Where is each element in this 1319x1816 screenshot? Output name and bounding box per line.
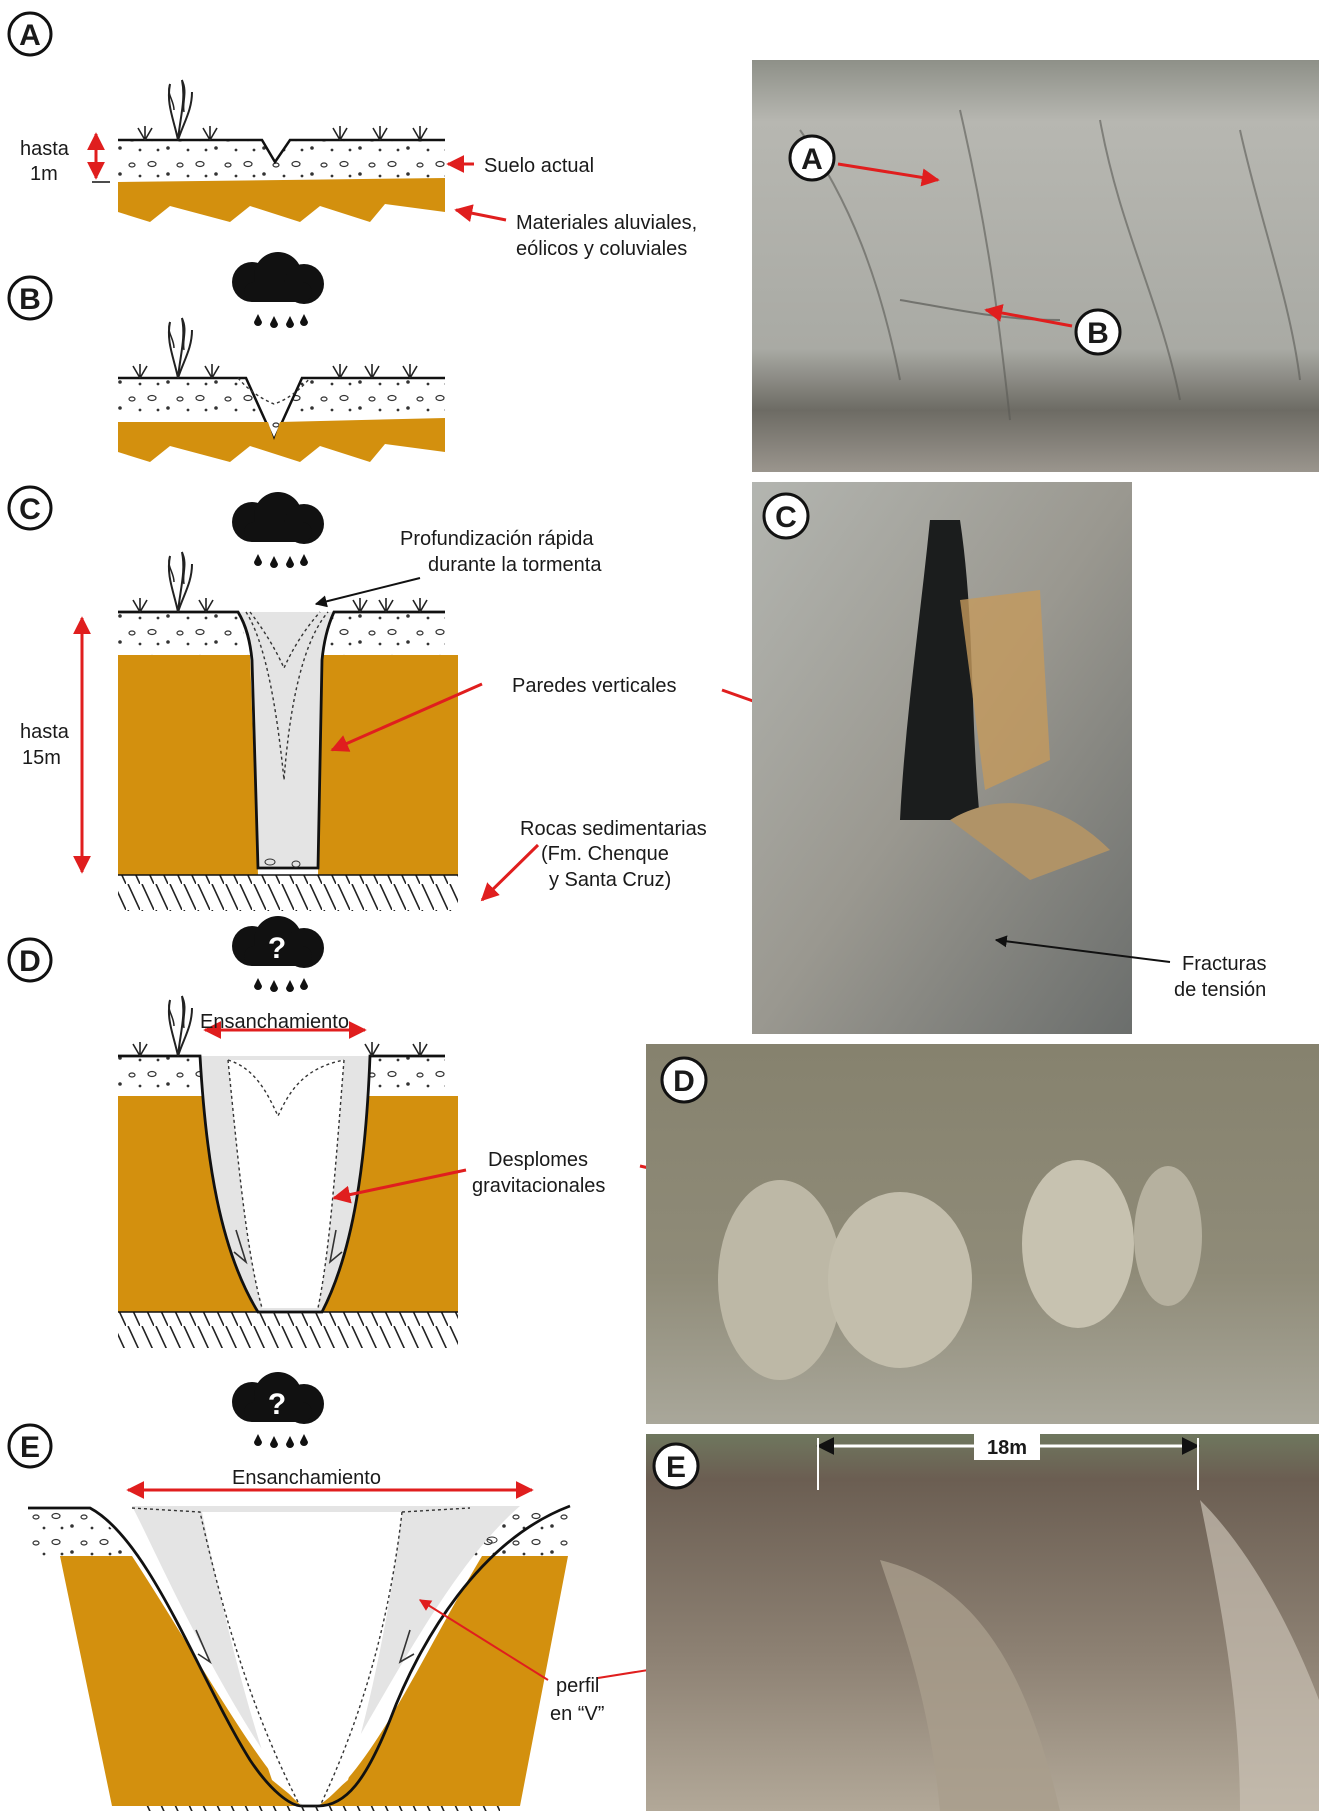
panel-c-letter: C [19, 493, 41, 526]
panel-a-sediment [118, 178, 445, 222]
label-hasta-15: hasta [20, 721, 70, 743]
label-paredes-verticales: Paredes verticales [512, 675, 677, 697]
panel-b-badge: B [9, 277, 51, 319]
panel-a-letter: A [19, 19, 41, 52]
panel-a-badge: A [9, 13, 51, 55]
panel-e-badge: E [9, 1425, 51, 1467]
label-hasta-1: hasta [20, 138, 70, 160]
label-desplomes-2: gravitacionales [472, 1175, 605, 1197]
label-18m: 18m [987, 1437, 1027, 1459]
label-15m: 15m [22, 747, 61, 769]
plant-icon [169, 552, 192, 612]
photo-ab: A B [752, 60, 1319, 472]
photo-d: D [646, 1044, 1319, 1424]
photo-label-c: C [775, 501, 797, 534]
plant-icon [169, 318, 192, 378]
plant-icon [169, 80, 192, 140]
photo-c: C Fracturas de tensión [752, 482, 1266, 1034]
label-ensanchamiento-d: Ensanchamiento [200, 1011, 349, 1033]
photo-label-a: A [801, 143, 823, 176]
panel-e-letter: E [20, 1431, 40, 1464]
panel-d-badge: D [9, 939, 51, 981]
label-rocas-2: (Fm. Chenque [541, 843, 669, 865]
label-suelo-actual: Suelo actual [484, 155, 594, 177]
photo-label-d: D [673, 1065, 695, 1098]
label-fracturas-2: de tensión [1174, 979, 1266, 1001]
panel-a: A hasta 1m Suelo actual Materiales aluvi… [9, 13, 697, 260]
panel-b-letter: B [19, 283, 41, 316]
label-materiales-1: Materiales aluviales, [516, 212, 697, 234]
label-profundizacion-1: Profundización rápida [400, 528, 594, 550]
panel-b-sediment [118, 418, 445, 462]
photo-label-b: B [1087, 317, 1109, 350]
storm-cloud-icon [232, 252, 324, 328]
storm-question-icon: ? [232, 916, 324, 992]
label-materiales-2: eólicos y coluviales [516, 238, 687, 260]
svg-text:?: ? [268, 1388, 286, 1421]
label-desplomes-1: Desplomes [488, 1149, 588, 1171]
plant-icon [169, 996, 192, 1056]
bedrock-hatch [140, 1806, 500, 1811]
photo-e: 18m E [646, 1432, 1319, 1811]
label-perfil-1: perfil [556, 1675, 599, 1697]
label-rocas-3: y Santa Cruz) [549, 869, 671, 891]
panel-c-badge: C [9, 487, 51, 529]
storm-question-icon: ? [232, 1372, 324, 1448]
label-perfil-2: en “V” [550, 1703, 604, 1725]
photo-label-e: E [666, 1451, 686, 1484]
panel-a-soil [118, 140, 445, 180]
label-fracturas-1: Fracturas [1182, 953, 1266, 975]
label-1m: 1m [30, 163, 58, 185]
label-profundizacion-2: durante la tormenta [428, 554, 602, 576]
label-ensanchamiento-e: Ensanchamiento [232, 1467, 381, 1489]
storm-cloud-icon [232, 492, 324, 568]
panel-d-letter: D [19, 945, 41, 978]
svg-text:?: ? [268, 932, 286, 965]
bedrock-hatch [118, 1312, 458, 1348]
bedrock-hatch [118, 875, 458, 911]
panel-b: B [9, 252, 445, 462]
label-rocas-1: Rocas sedimentarias [520, 818, 707, 840]
